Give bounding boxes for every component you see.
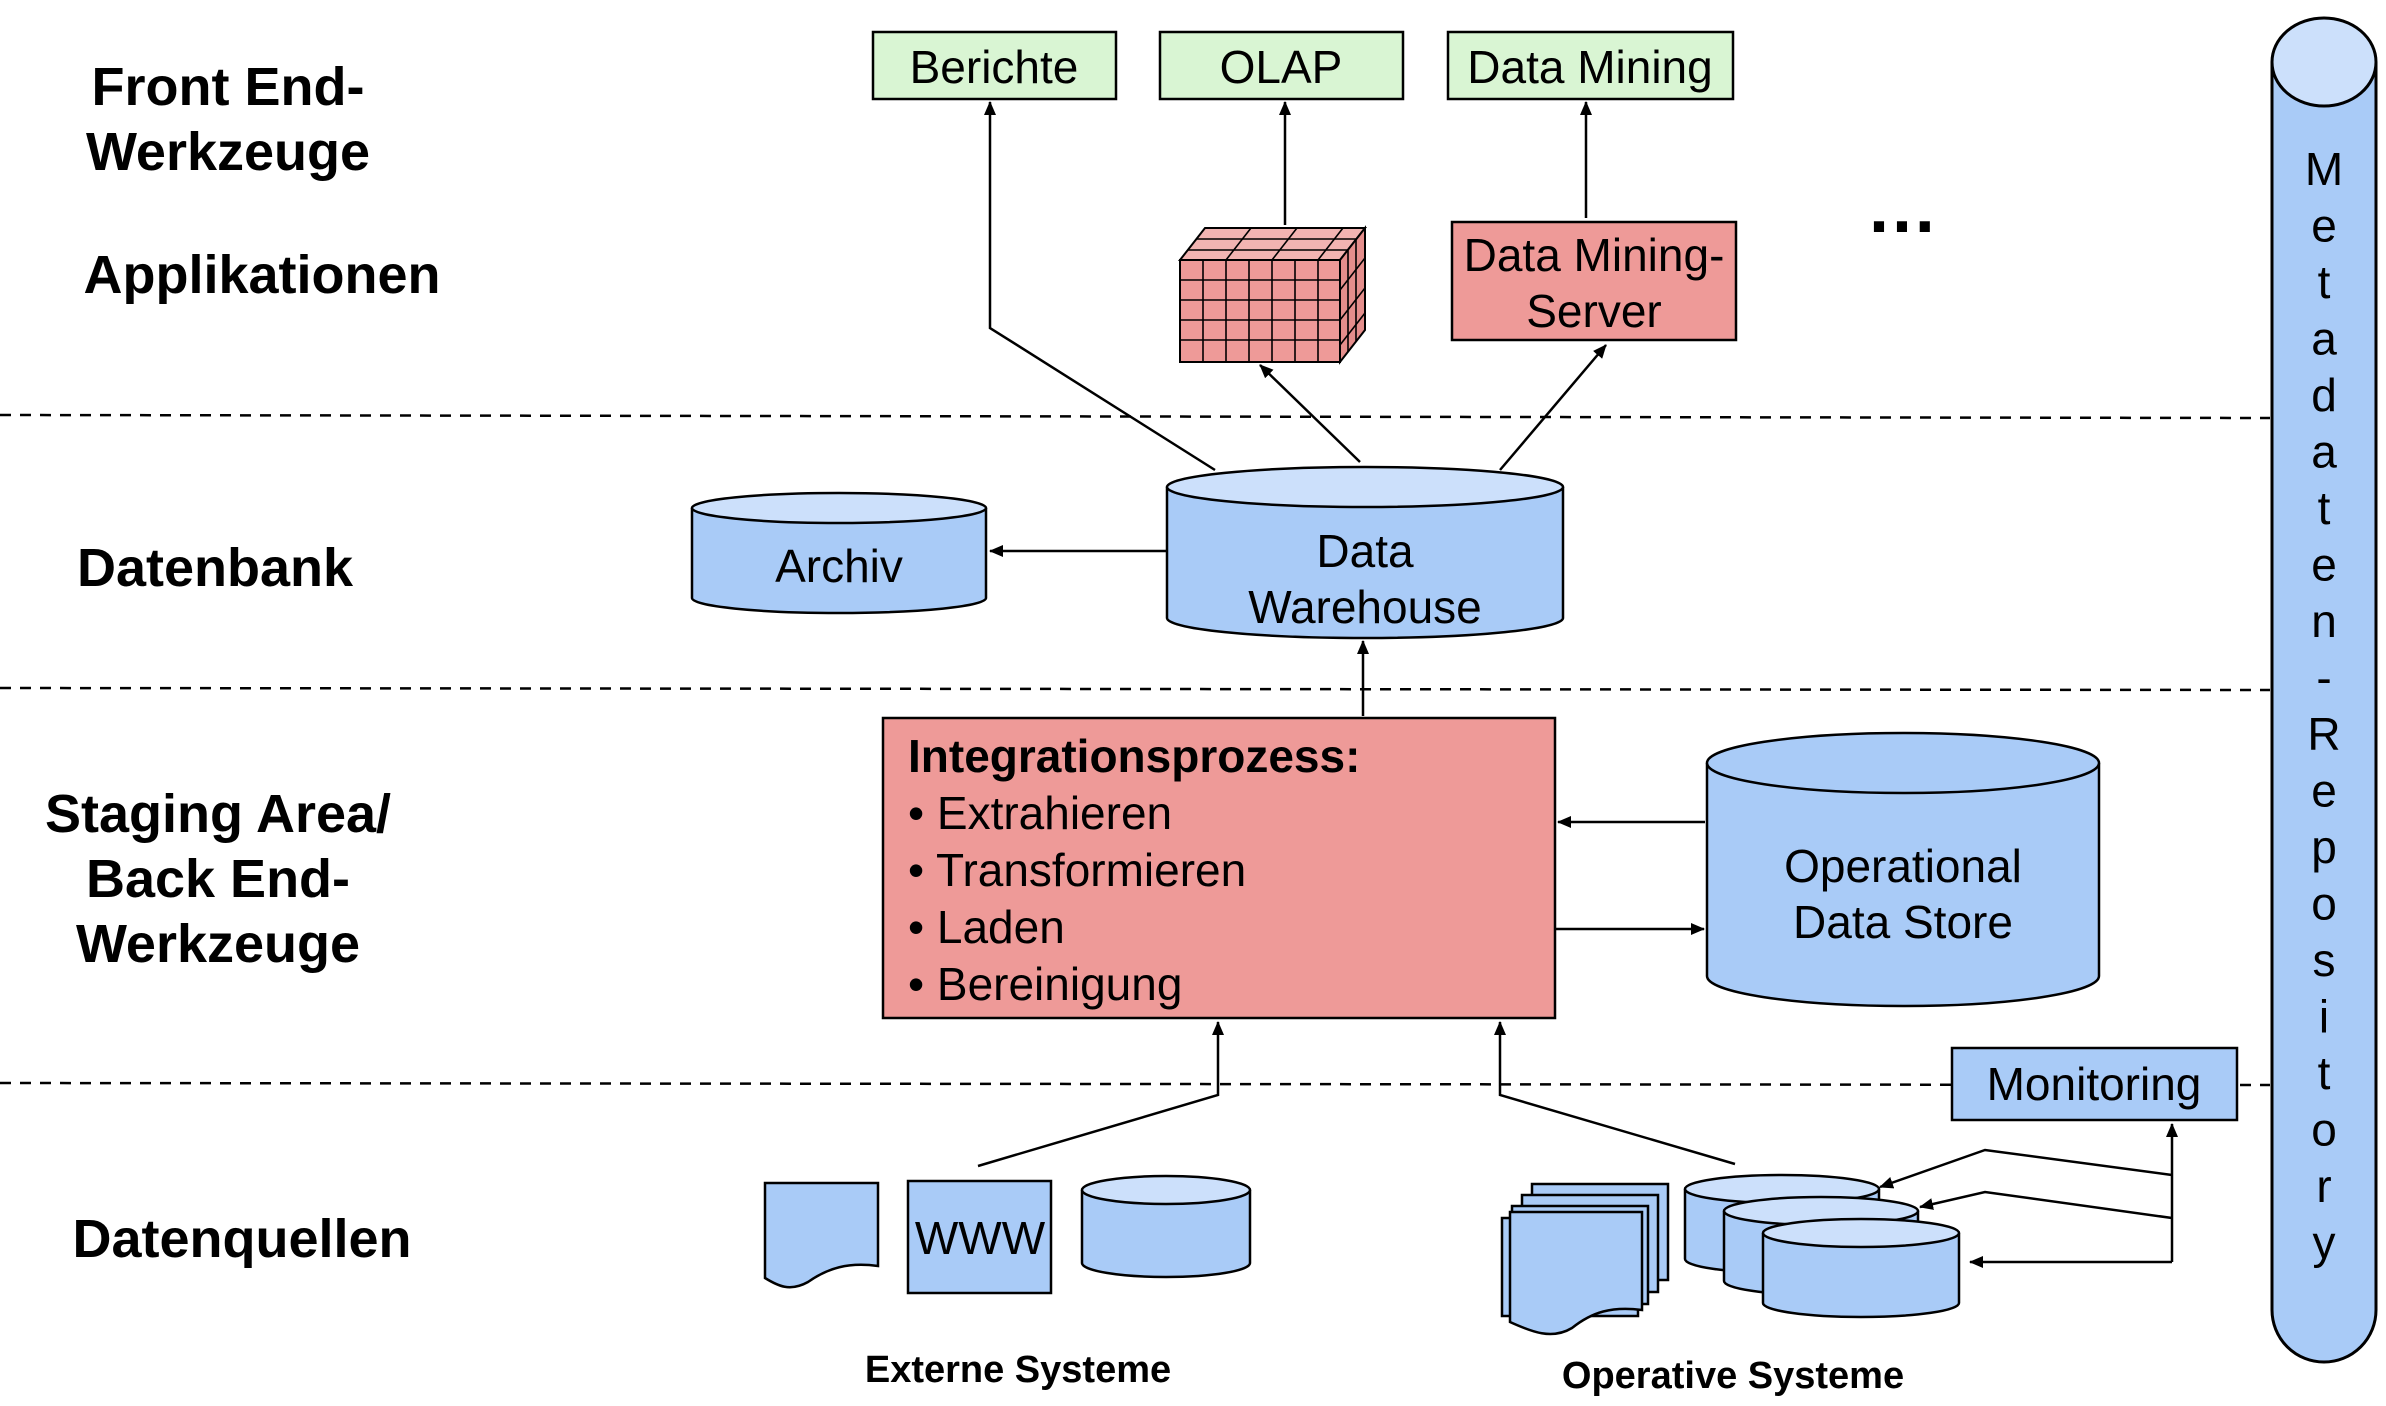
integration-title: Integrationsprozess: xyxy=(908,730,1360,782)
data-mining-server: Data Mining- Server xyxy=(1450,220,1738,342)
separator-db-staging xyxy=(0,686,2271,692)
www-box: WWW xyxy=(906,1179,1053,1295)
tool-berichte: Berichte xyxy=(871,30,1118,101)
metadata-letter: R xyxy=(2307,708,2340,760)
arrows-sources xyxy=(977,1021,1736,1168)
olap-cube-icon xyxy=(1177,225,1368,365)
operative-systeme-label: Operative Systeme xyxy=(1562,1355,1904,1397)
ellipsis: … xyxy=(1866,168,1938,248)
tool-data-mining-label: Data Mining xyxy=(1467,41,1712,93)
metadata-letter: o xyxy=(2311,878,2337,930)
tool-olap: OLAP xyxy=(1158,30,1405,101)
metadata-letter: y xyxy=(2313,1217,2336,1269)
metadata-letter: M xyxy=(2305,143,2343,195)
operative-documents-icon xyxy=(1500,1182,1670,1336)
metadata-letter: - xyxy=(2316,652,2331,704)
operational-data-store-cylinder: Operational Data Store xyxy=(1705,731,2101,1008)
www-label: WWW xyxy=(915,1212,1046,1264)
metadata-letter: o xyxy=(2311,1104,2337,1156)
metadata-letter: t xyxy=(2318,256,2331,308)
metadata-letter: a xyxy=(2311,313,2337,365)
arrows-top xyxy=(984,101,1607,472)
operative-db-cylinders xyxy=(1683,1173,1961,1319)
metadata-letter: t xyxy=(2318,482,2331,534)
ods-label-2: Data Store xyxy=(1793,896,2013,948)
separator-staging-sources xyxy=(0,1081,2271,1087)
layer-label-staging-1: Staging Area/ xyxy=(45,784,391,844)
metadata-letter: a xyxy=(2311,426,2337,478)
archiv-label: Archiv xyxy=(775,540,903,592)
layer-label-frontend-1: Front End- xyxy=(92,57,365,117)
separator-apps-db xyxy=(0,413,2271,420)
metadata-letter: d xyxy=(2311,369,2337,421)
integration-item-bereinigung: • Bereinigung xyxy=(908,958,1182,1010)
external-document-icon xyxy=(763,1181,880,1289)
metadata-letter: n xyxy=(2311,595,2337,647)
tool-berichte-label: Berichte xyxy=(910,41,1079,93)
dwh-label-2: Warehouse xyxy=(1248,581,1482,633)
externe-systeme-label: Externe Systeme xyxy=(865,1349,1171,1391)
metadata-letter: e xyxy=(2311,539,2337,591)
external-db-cylinder xyxy=(1080,1174,1252,1279)
metadata-letter: s xyxy=(2313,934,2336,986)
integration-process: Integrationsprozess: • Extrahieren • Tra… xyxy=(881,716,1557,1020)
layer-label-staging-2: Back End- xyxy=(86,849,350,909)
layer-label-applikationen: Applikationen xyxy=(83,245,440,305)
metadata-letter: e xyxy=(2311,765,2337,817)
metadata-letter: r xyxy=(2316,1160,2331,1212)
integration-item-transformieren: • Transformieren xyxy=(908,844,1246,896)
monitoring-box: Monitoring xyxy=(1950,1046,2239,1122)
data-warehouse-cylinder: Data Warehouse xyxy=(1165,465,1565,640)
ods-label-1: Operational xyxy=(1784,840,2022,892)
metadata-letter: e xyxy=(2311,200,2337,252)
layer-label-datenbank: Datenbank xyxy=(77,538,354,598)
layer-label-staging-3: Werkzeuge xyxy=(76,914,360,974)
tool-olap-label: OLAP xyxy=(1220,41,1343,93)
layer-label-frontend-2: Werkzeuge xyxy=(86,122,370,182)
tool-data-mining: Data Mining xyxy=(1446,30,1735,101)
metadata-letter: t xyxy=(2318,1047,2331,1099)
integration-item-extrahieren: • Extrahieren xyxy=(908,787,1172,839)
dm-server-label-2: Server xyxy=(1526,285,1661,337)
integration-item-laden: • Laden xyxy=(908,901,1065,953)
dwh-label-1: Data xyxy=(1316,525,1414,577)
dm-server-label-1: Data Mining- xyxy=(1464,229,1725,281)
monitoring-label: Monitoring xyxy=(1987,1058,2202,1110)
metadata-letter: i xyxy=(2319,991,2329,1043)
metadata-letter: p xyxy=(2311,821,2337,873)
archiv-cylinder: Archiv xyxy=(690,491,988,615)
layer-label-datenquellen: Datenquellen xyxy=(72,1209,411,1269)
monitoring-connections xyxy=(1879,1123,2178,1268)
